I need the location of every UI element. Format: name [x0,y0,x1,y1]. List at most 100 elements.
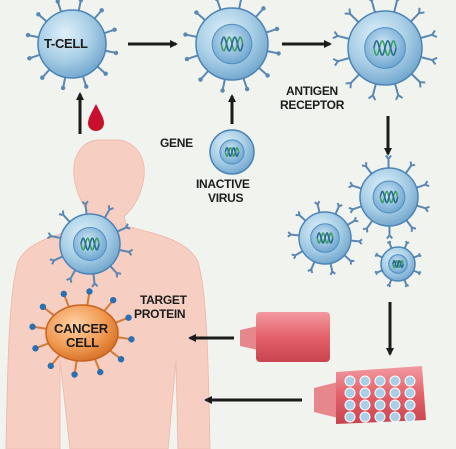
receptor [258,67,270,78]
flask-cell [404,411,416,423]
flask-icon [314,366,426,424]
receptor [394,83,404,101]
target-protein [128,336,135,343]
blood-drop-icon [88,104,104,131]
receptor [420,56,438,65]
receptor [348,181,362,190]
antigen-receptor-label-line2: RECEPTOR [280,98,345,112]
target-protein-label-line2: PROTEIN [134,307,186,321]
receptor [183,32,197,38]
target-protein-label-line1: TARGET [140,293,187,307]
flask-cell [389,399,401,411]
receptor [350,238,363,245]
receptor [386,240,393,249]
target-protein [97,368,104,376]
receptor [403,240,410,249]
receptor [116,223,131,233]
human-silhouette [5,139,211,449]
target-protein [32,345,39,352]
flask-cell [344,399,356,411]
flask-cell [374,375,386,387]
receptor [345,73,360,89]
dna-icon [80,237,100,251]
receptor [49,255,64,265]
cancer-cell-label-line1: CANCER [54,321,108,336]
receptor [368,0,376,13]
flask-cell [359,375,371,387]
target-protein [125,314,132,321]
flask-cell [359,387,371,399]
syringe-icon [240,312,330,362]
receptor [405,219,417,232]
inactive-virus-label-line2: VIRUS [208,191,244,205]
receptor [60,77,67,91]
receptor [362,220,374,233]
inactive-virus-label-line1: INACTIVE [196,177,250,191]
antigen-receptor-label-line1: ANTIGEN [286,84,338,98]
receptor [343,254,355,265]
receptor [295,211,307,222]
receptor [96,65,108,76]
receptor [255,6,266,18]
receptor [58,210,71,223]
receptor [413,252,422,259]
receptor [214,0,222,11]
receptor [334,202,343,215]
receptor [348,205,362,214]
receptor [81,75,89,89]
flask-cell [359,399,371,411]
target-protein [109,296,117,304]
flask-cell [404,399,416,411]
receptor [105,49,119,56]
receptor [66,269,77,283]
dna-icon [379,190,399,204]
target-protein [29,323,36,330]
flask-cell [374,387,386,399]
receptor [109,265,122,278]
receptor [416,180,430,189]
receptor [384,154,392,169]
receptor [55,0,63,13]
receptor [329,263,336,276]
target-protein [47,362,55,370]
target-protein [71,371,78,378]
receptor [27,53,41,61]
receptor [410,7,425,23]
receptor [267,50,281,56]
arrows [76,40,394,404]
receptor [93,8,104,20]
receptor [374,269,383,276]
receptor [386,225,394,240]
receptor [332,57,350,67]
receptor [25,32,39,39]
cancer-cell-label-line2: CELL [66,335,99,350]
receptor [386,279,393,288]
virus-icon [209,129,255,175]
receptor [403,279,410,288]
target-protein [86,288,93,295]
dna-icon [220,36,244,52]
dna-icon [316,232,334,244]
receptor [287,231,300,238]
receptor [374,252,383,259]
flask-cell [344,375,356,387]
receptor [40,68,51,80]
receptor [344,8,360,23]
tcell-label: T-CELL [44,36,88,51]
receptor [265,26,280,34]
receptor [242,77,250,92]
receptor [184,54,199,62]
receptor [81,200,89,215]
flask-cell [374,399,386,411]
car-t-cell [287,200,363,276]
receptor [416,204,430,213]
receptor [361,162,373,175]
receptor [119,248,134,256]
receptor [368,83,377,101]
car-t-cell [348,154,430,240]
target-protein [117,355,125,363]
cell-body [37,9,107,79]
flask-cell [344,387,356,399]
flask-cell [389,387,401,399]
receptor [410,73,426,88]
